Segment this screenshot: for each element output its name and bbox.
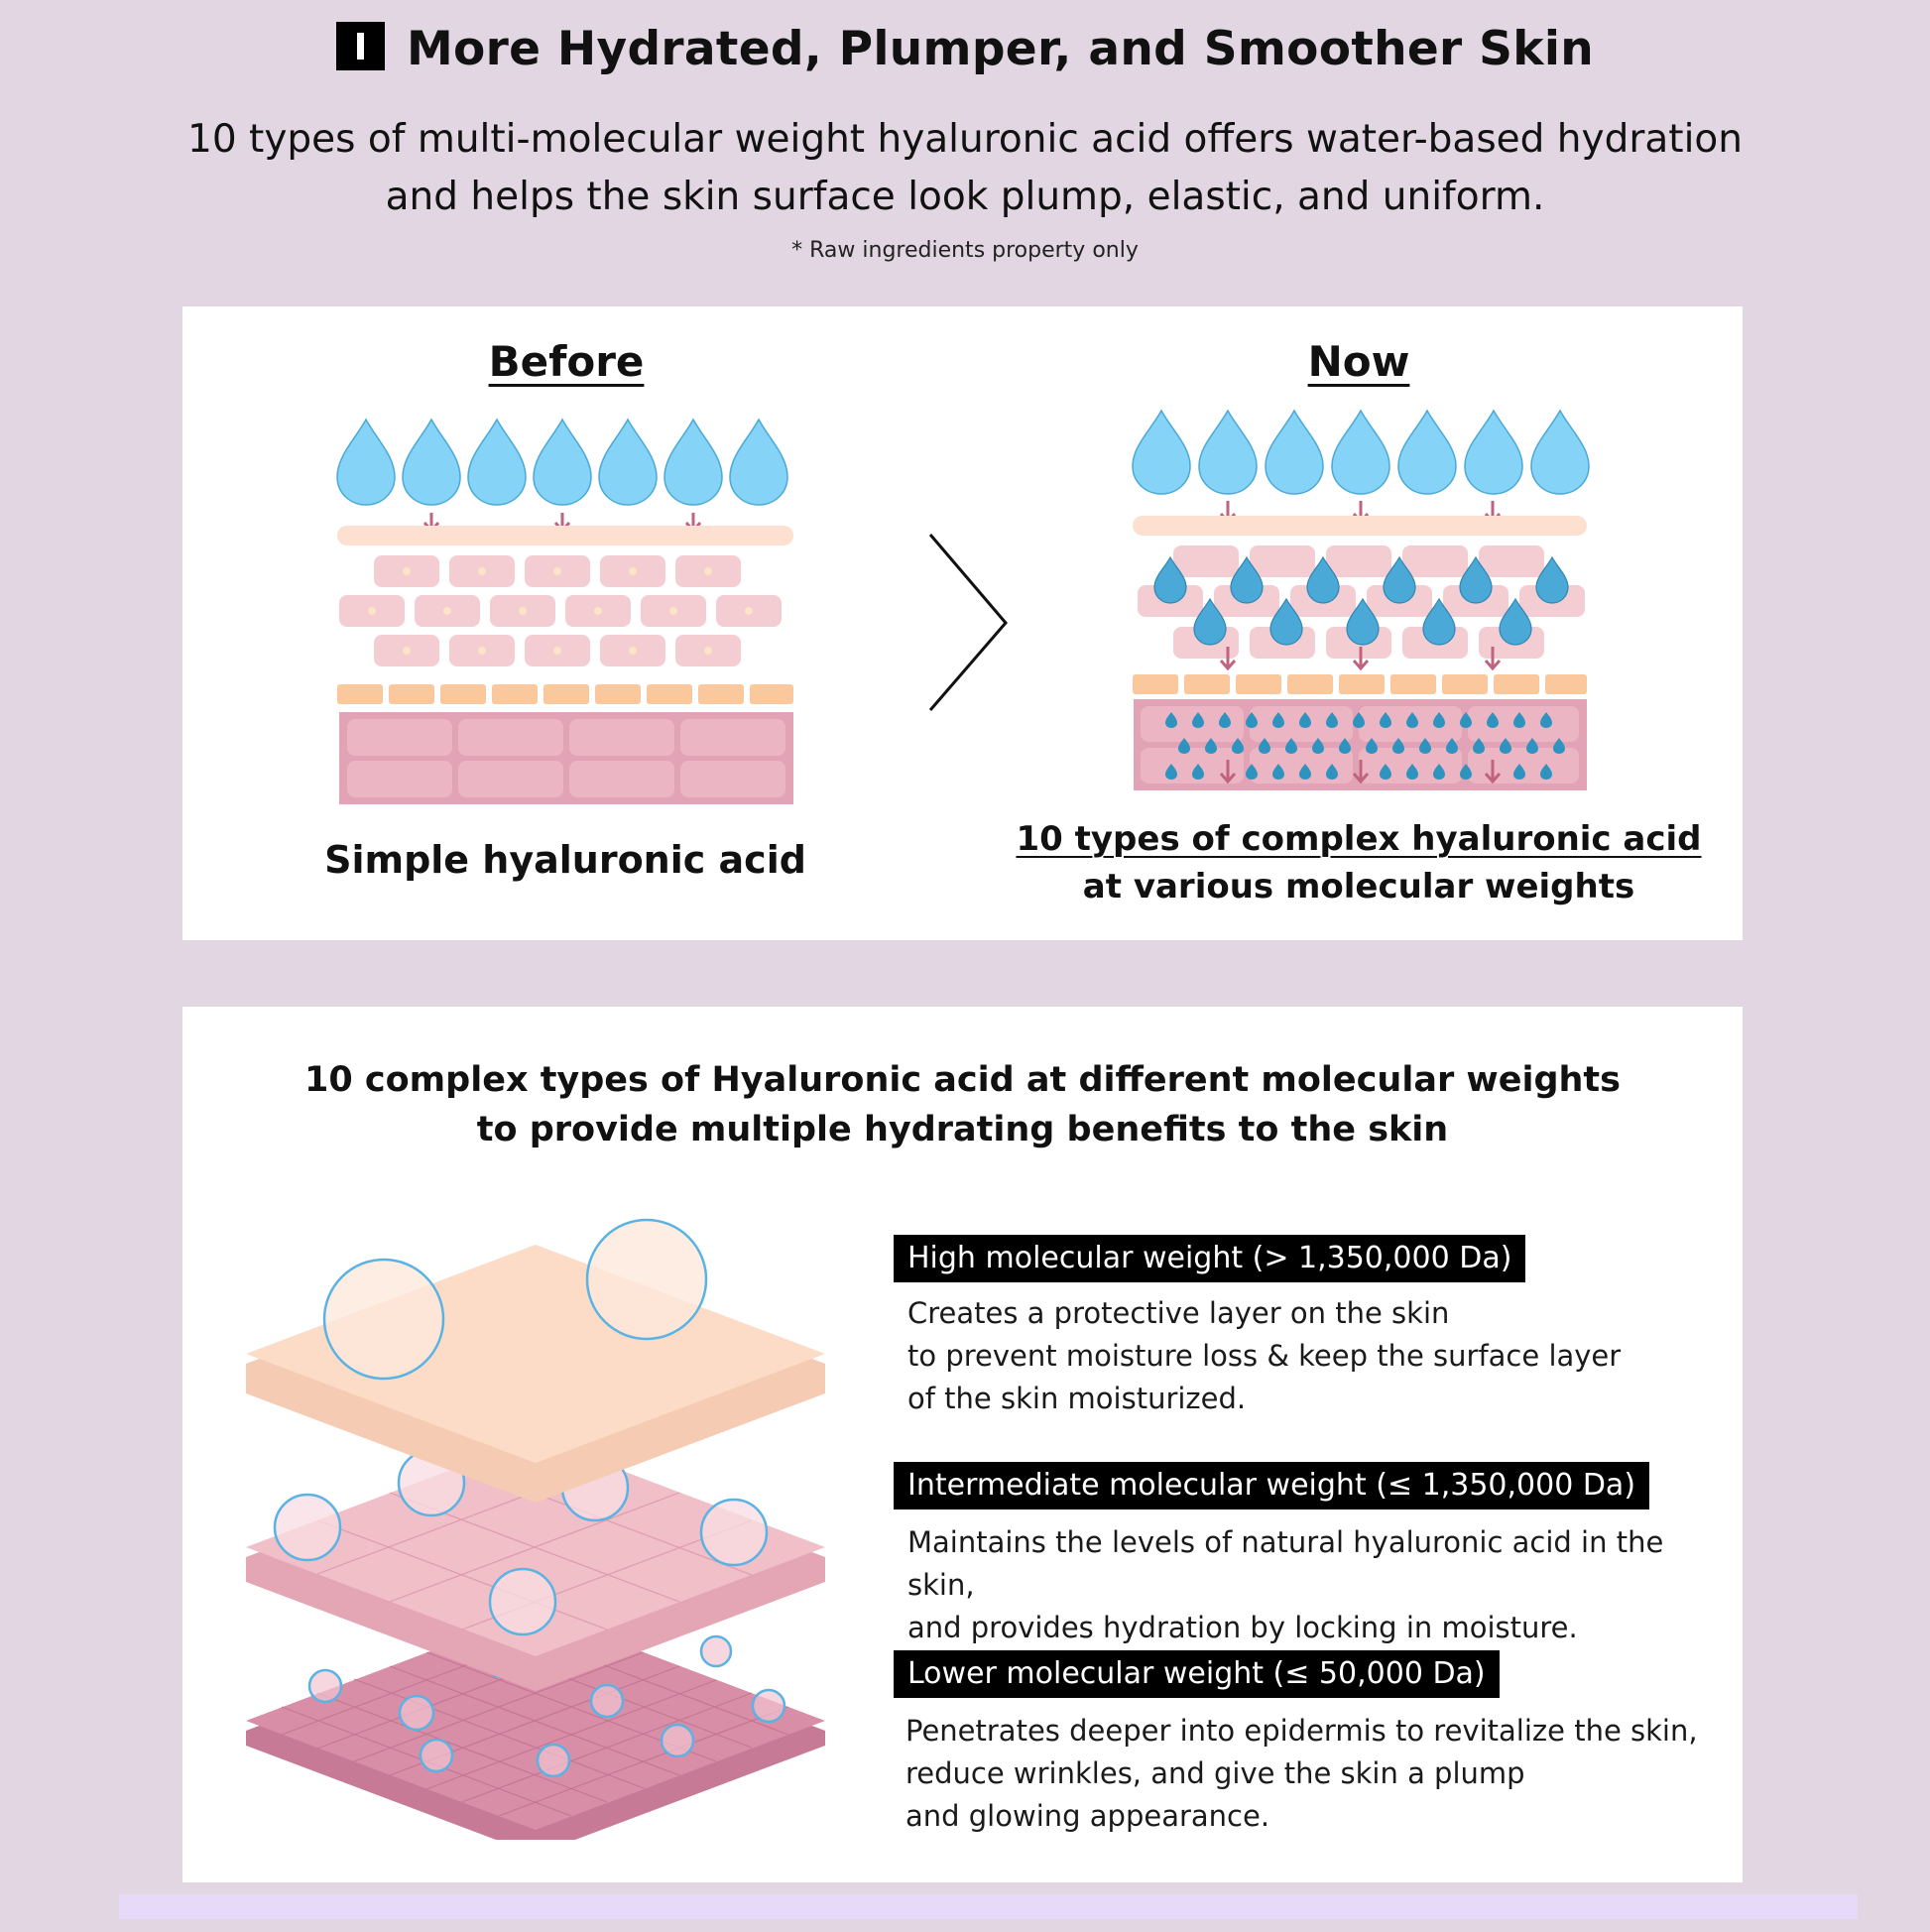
desc-line: Creates a protective layer on the skin xyxy=(907,1296,1450,1330)
desc-line: reduce wrinkles, and give the skin a plu… xyxy=(905,1756,1525,1790)
before-caption: Simple hyaluronic acid xyxy=(324,838,806,882)
now-caption-line-2: at various molecular weights xyxy=(1082,867,1635,906)
section-number-badge xyxy=(335,22,385,70)
molecular-weights-title-line-1: 10 complex types of Hyaluronic acid at d… xyxy=(304,1060,1621,1100)
bottom-strip xyxy=(119,1894,1858,1919)
subtitle-line-1: 10 types of multi-molecular weight hyalu… xyxy=(187,117,1743,162)
skin-layers-illustration xyxy=(246,1218,825,1840)
desc-line: to prevent moisture loss & keep the surf… xyxy=(907,1339,1622,1373)
desc-line: Maintains the levels of natural hyaluron… xyxy=(907,1525,1664,1602)
subtitle-line-2: and helps the skin surface look plump, e… xyxy=(385,175,1545,219)
subtitle: 10 types of multi-molecular weight hyalu… xyxy=(0,111,1930,226)
lower-weight-description: Penetrates deeper into epidermis to revi… xyxy=(894,1710,1727,1838)
now-caption: 10 types of complex hyaluronic acid at v… xyxy=(992,815,1726,910)
high-weight-label: High molecular weight (> 1,350,000 Da) xyxy=(894,1235,1526,1282)
before-title: Before xyxy=(488,337,645,386)
molecular-weights-title: 10 complex types of Hyaluronic acid at d… xyxy=(182,1055,1743,1154)
chevron-right-icon xyxy=(928,534,1008,711)
heading-text: More Hydrated, Plumper, and Smoother Ski… xyxy=(406,22,1595,76)
intermediate-weight-block: Intermediate molecular weight (≤ 1,350,0… xyxy=(894,1462,1727,1649)
desc-line: Penetrates deeper into epidermis to revi… xyxy=(905,1714,1698,1748)
desc-line: and provides hydration by locking in moi… xyxy=(907,1611,1578,1644)
now-caption-line-1: 10 types of complex hyaluronic acid xyxy=(1016,819,1702,859)
intermediate-weight-label: Intermediate molecular weight (≤ 1,350,0… xyxy=(894,1462,1650,1509)
desc-line: and glowing appearance. xyxy=(905,1799,1270,1833)
page-heading: More Hydrated, Plumper, and Smoother Ski… xyxy=(0,22,1930,76)
desc-line: of the skin moisturized. xyxy=(907,1382,1247,1415)
high-weight-block: High molecular weight (> 1,350,000 Da) C… xyxy=(894,1235,1687,1420)
intermediate-weight-description: Maintains the levels of natural hyaluron… xyxy=(894,1521,1727,1649)
molecular-weights-title-line-2: to provide multiple hydrating benefits t… xyxy=(476,1110,1449,1149)
lower-weight-label: Lower molecular weight (≤ 50,000 Da) xyxy=(894,1650,1500,1698)
high-weight-description: Creates a protective layer on the skin t… xyxy=(894,1292,1687,1420)
footnote: * Raw ingredients property only xyxy=(791,238,1139,263)
now-illustration xyxy=(1132,410,1590,790)
lower-weight-block: Lower molecular weight (≤ 50,000 Da) Pen… xyxy=(894,1650,1727,1838)
now-title: Now xyxy=(1307,337,1410,386)
before-illustration xyxy=(336,419,793,804)
